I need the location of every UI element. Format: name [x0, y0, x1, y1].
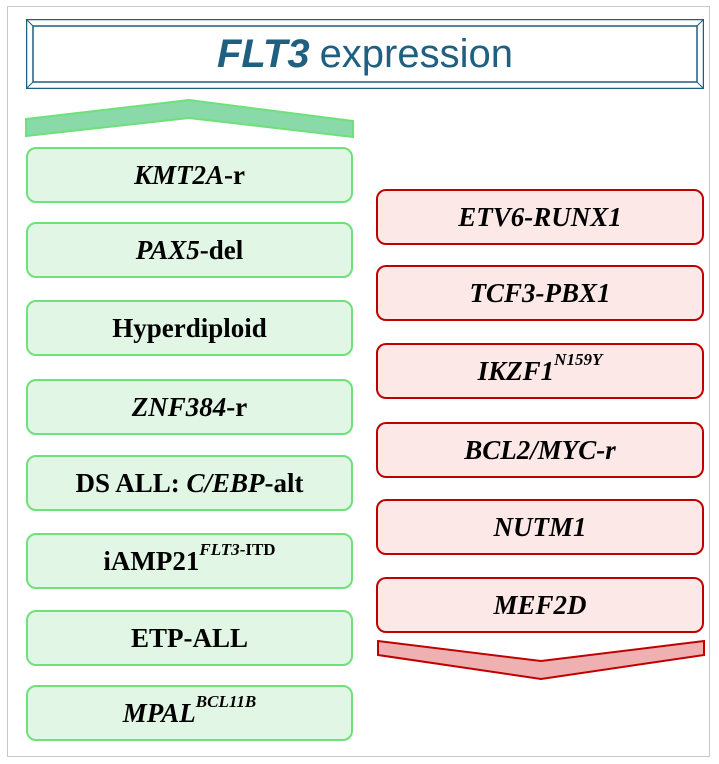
- label-text: -r: [224, 159, 245, 190]
- superscript-italic: N159Y: [554, 350, 603, 369]
- high-expression-box: PAX5-del: [26, 222, 353, 278]
- gene-name: C/EBP: [186, 467, 265, 498]
- label-text: DS ALL:: [75, 467, 187, 498]
- label-text: -r: [226, 391, 248, 422]
- superscript: BCL11B: [196, 692, 256, 712]
- superscript: FLT3-ITD: [199, 540, 275, 560]
- label-text: Hyperdiploid: [112, 312, 267, 343]
- gene-name: IKZF1: [477, 355, 555, 386]
- label-text: -del: [199, 234, 244, 265]
- superscript-italic: BCL11B: [195, 692, 257, 711]
- high-expression-box: ZNF384-r: [26, 379, 353, 435]
- down-chevron-arrow: [377, 640, 705, 681]
- figure-frame: [7, 6, 710, 757]
- title-rest: expression: [319, 31, 513, 76]
- label-text: -alt: [264, 467, 304, 498]
- gene-name: MPAL: [122, 697, 196, 728]
- gene-name: PAX5: [135, 234, 200, 265]
- high-expression-box: DS ALL: C/EBP-alt: [26, 455, 353, 511]
- superscript-italic: FLT3: [199, 540, 240, 559]
- high-expression-box: Hyperdiploid: [26, 300, 353, 356]
- gene-name: BCL2/MYC-r: [464, 434, 616, 465]
- title-bevel-frame: [26, 19, 704, 89]
- low-expression-box: MEF2D: [376, 577, 704, 633]
- low-expression-box: BCL2/MYC-r: [376, 422, 704, 478]
- gene-name: ETV6-RUNX1: [458, 201, 622, 232]
- label-text: iAMP21: [103, 545, 200, 576]
- gene-name: ZNF384: [131, 391, 227, 422]
- superscript: N159Y: [554, 350, 602, 370]
- low-expression-box: ETV6-RUNX1: [376, 189, 704, 245]
- label-text: ETP-ALL: [130, 622, 249, 653]
- gene-name: KMT2A: [133, 159, 225, 190]
- gene-name: TCF3-PBX1: [469, 277, 611, 308]
- gene-name: MEF2D: [493, 589, 587, 620]
- high-expression-box: KMT2A-r: [26, 147, 353, 203]
- low-expression-box: NUTM1: [376, 499, 704, 555]
- low-expression-box: TCF3-PBX1: [376, 265, 704, 321]
- up-chevron-arrow: [25, 99, 354, 139]
- gene-name: NUTM1: [493, 511, 587, 542]
- high-expression-box: ETP-ALL: [26, 610, 353, 666]
- title-gene: FLT3: [216, 31, 310, 76]
- superscript-text: -ITD: [239, 540, 276, 559]
